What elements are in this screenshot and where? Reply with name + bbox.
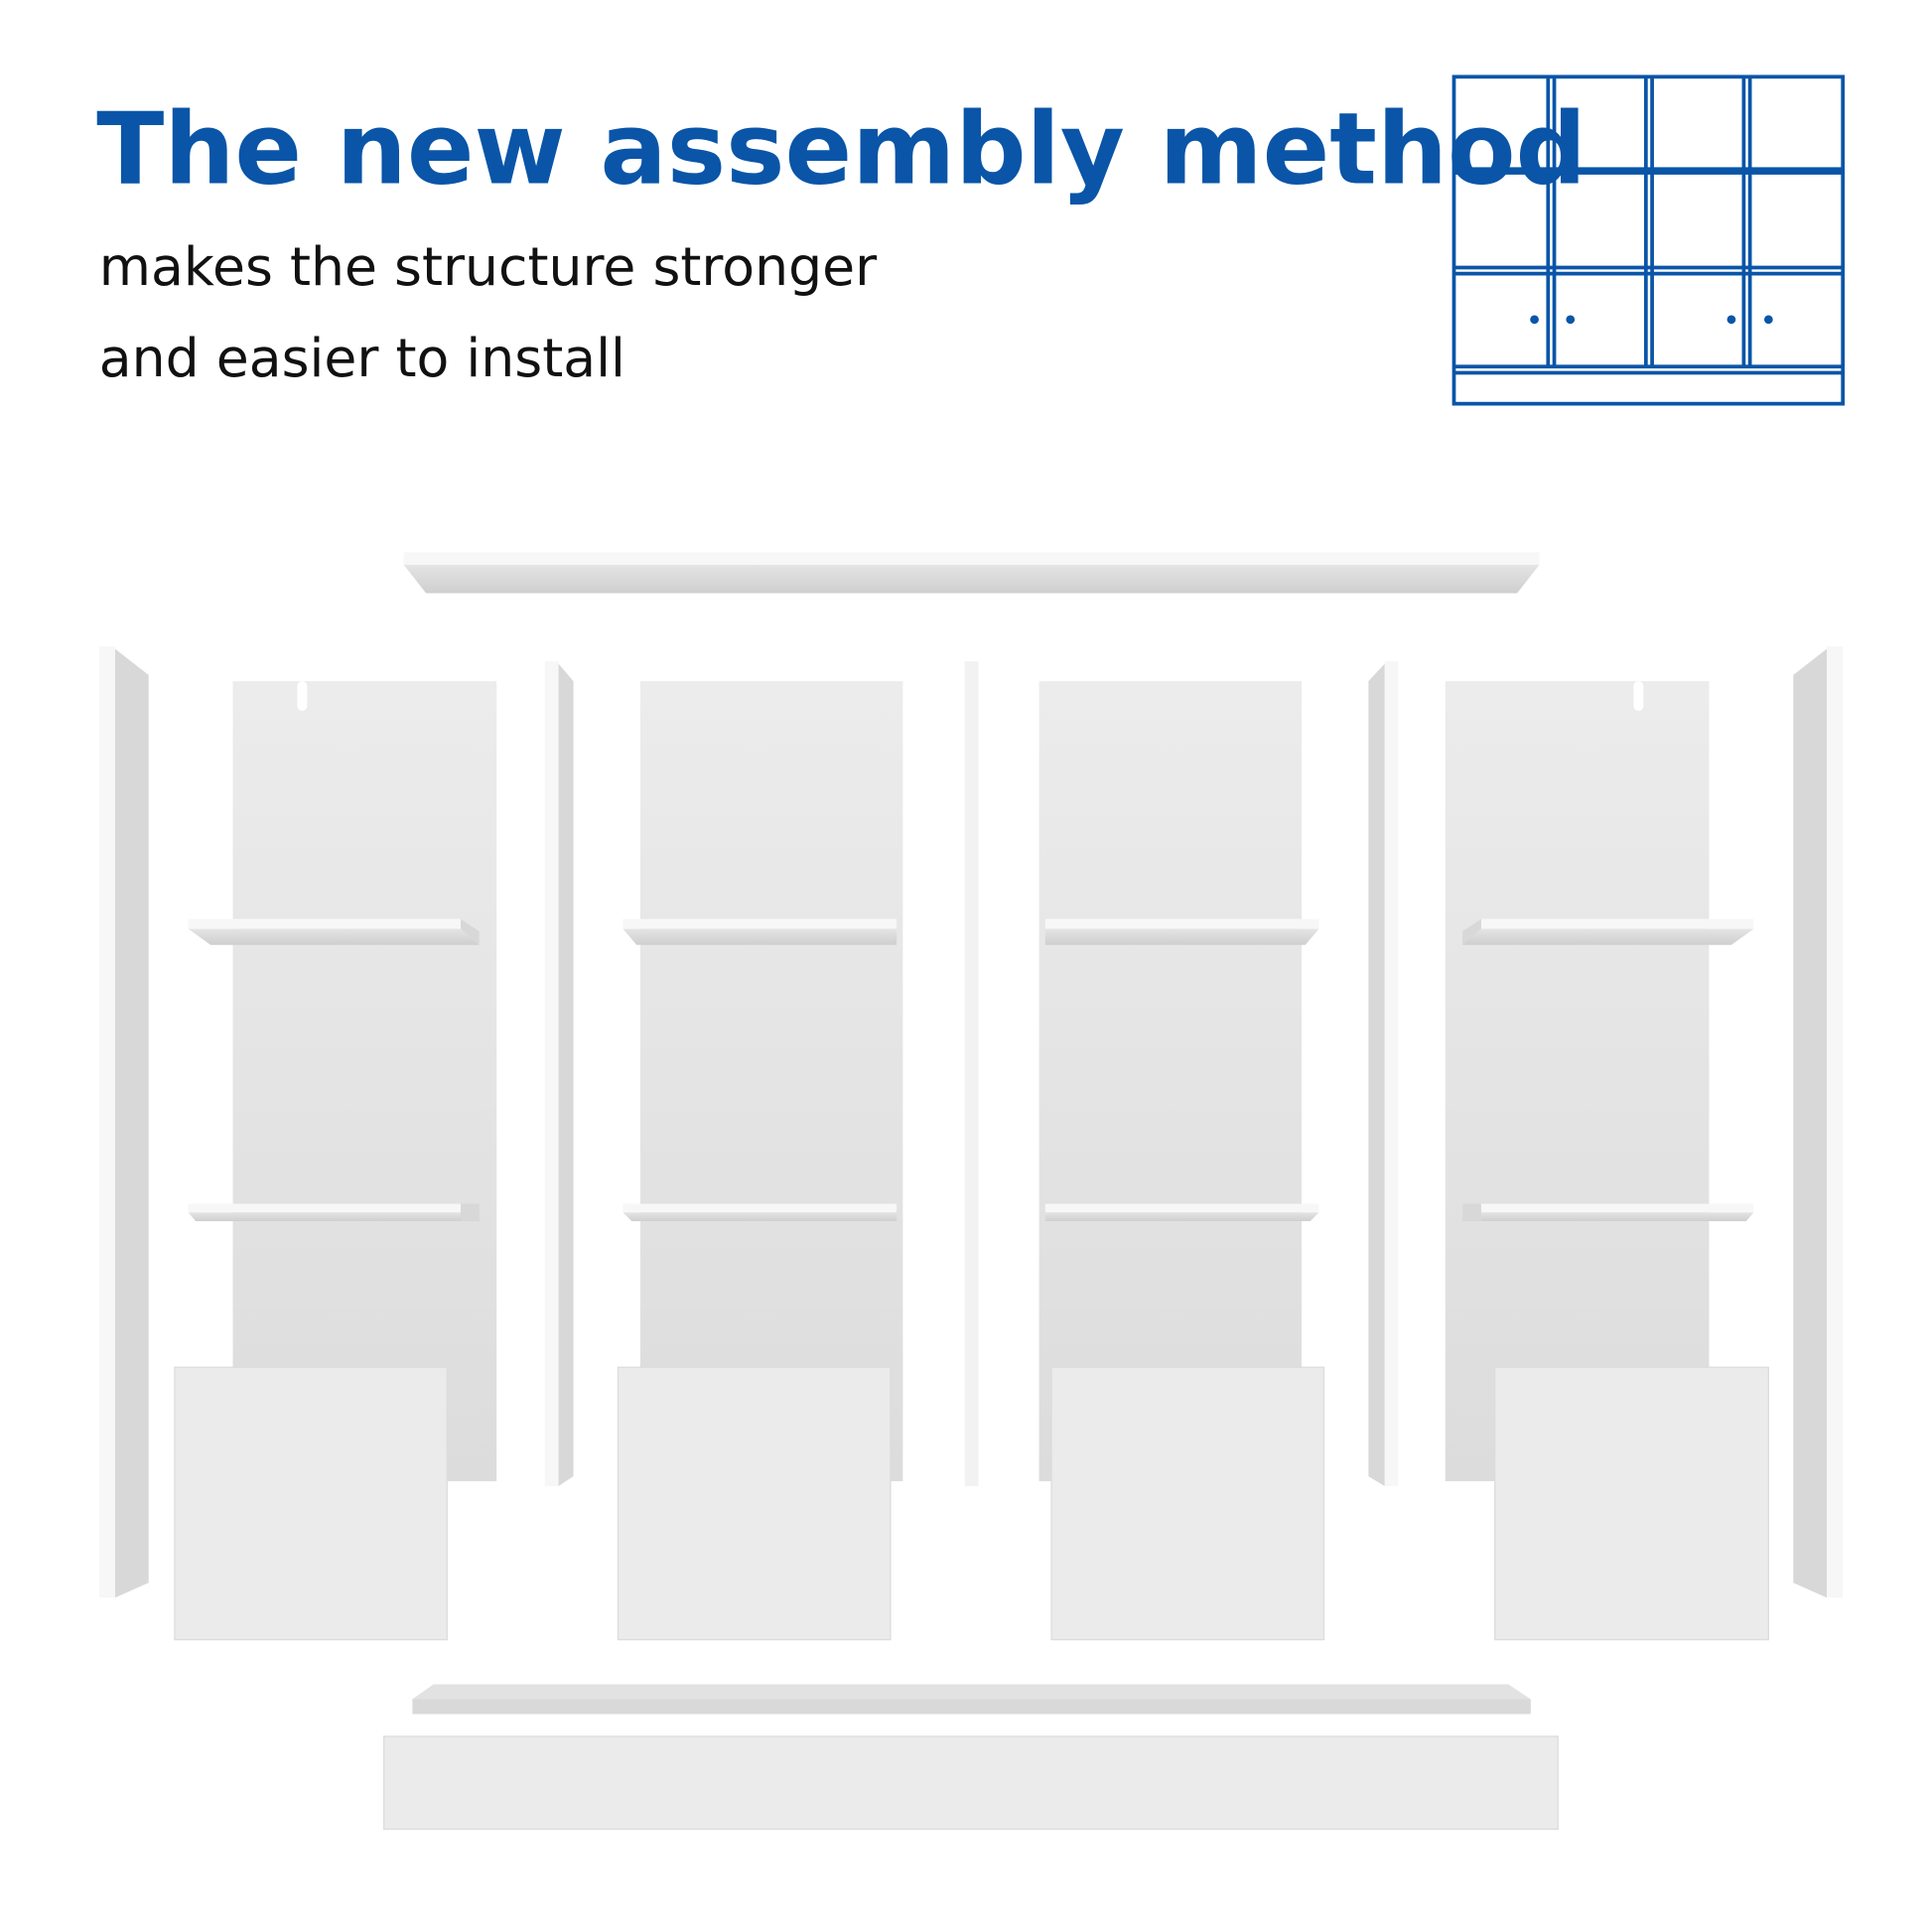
shelves bbox=[188, 918, 1754, 1221]
back-panel bbox=[639, 681, 903, 1481]
back-panel bbox=[1038, 681, 1303, 1481]
door-panel bbox=[1494, 1366, 1769, 1641]
back-panel bbox=[232, 681, 497, 1481]
divider-panel bbox=[544, 661, 559, 1486]
left-side-panel bbox=[98, 646, 116, 1598]
door-panel bbox=[1050, 1366, 1325, 1641]
divider-panel bbox=[1384, 661, 1399, 1486]
headline-subtitle-line1: makes the structure stronger bbox=[99, 235, 878, 298]
headline-title: The new assembly method bbox=[96, 91, 1587, 207]
top-panel-edge bbox=[403, 552, 1540, 565]
plinth-panel bbox=[383, 1735, 1559, 1831]
wardrobe-outline-icon bbox=[1451, 74, 1846, 406]
bottom-panel bbox=[412, 1684, 1531, 1700]
headline-subtitle-line2: and easier to install bbox=[99, 327, 625, 389]
exploded-wardrobe-illustration bbox=[98, 552, 1844, 1831]
door-panel bbox=[174, 1366, 448, 1641]
back-panel bbox=[1445, 681, 1710, 1481]
door-panel bbox=[617, 1366, 892, 1641]
top-panel bbox=[403, 564, 1540, 594]
divider-panel bbox=[964, 661, 979, 1486]
right-side-panel bbox=[1826, 646, 1844, 1598]
